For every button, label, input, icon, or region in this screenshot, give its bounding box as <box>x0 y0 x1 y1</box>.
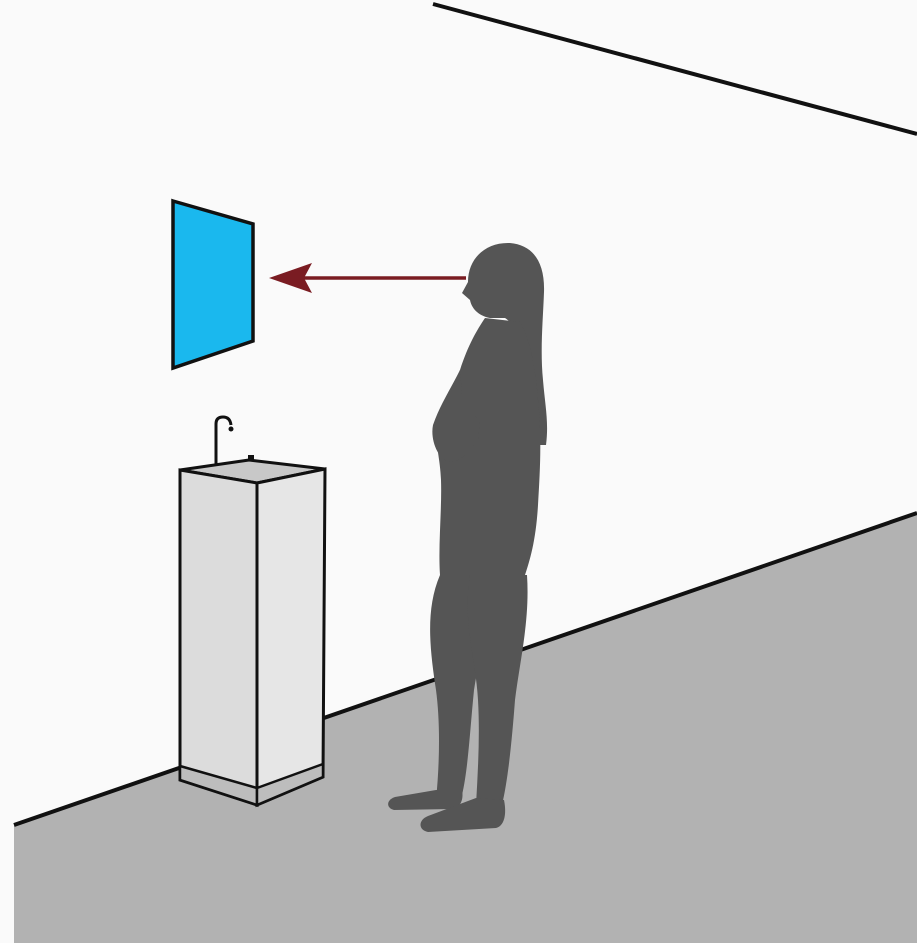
display-screen <box>173 201 253 368</box>
drinking-fountain <box>180 417 325 805</box>
fountain-front <box>180 470 257 805</box>
fountain-side <box>257 469 325 805</box>
fountain-nozzle <box>229 427 234 432</box>
